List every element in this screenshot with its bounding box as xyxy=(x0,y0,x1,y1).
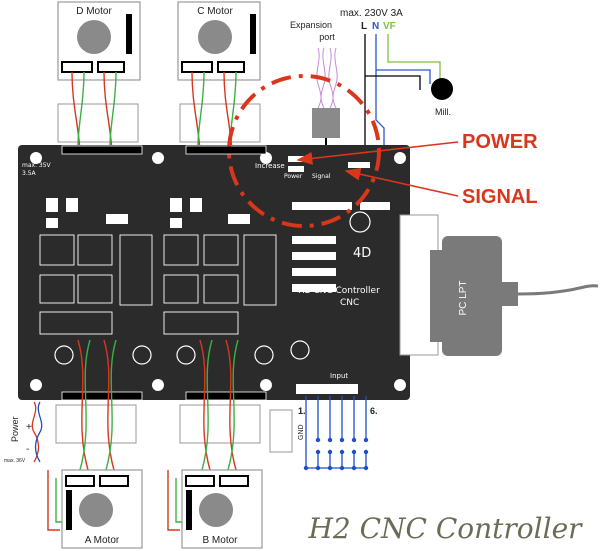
motor-d-label: D Motor xyxy=(76,6,112,17)
power-supply-max: max. 36V xyxy=(4,458,26,464)
input-last: 6. xyxy=(370,406,378,416)
power-supply: Power + - max. 36V xyxy=(4,401,43,464)
motor-a-label: A Motor xyxy=(85,535,120,546)
motor-a: A Motor xyxy=(61,469,143,549)
input-switches: 1. 6. GND xyxy=(298,396,378,471)
input-first: 1. xyxy=(298,406,306,416)
motor-d: D Motor xyxy=(57,1,141,81)
board-increase: Increase xyxy=(255,162,285,170)
power-label: POWER xyxy=(462,131,538,153)
mains-connection: max. 230V 3A L N VF Mill. xyxy=(340,8,453,150)
power-supply-label: Power xyxy=(10,416,20,442)
heatsinks-bottom xyxy=(55,404,293,453)
expansion-port-label-2: port xyxy=(319,32,335,42)
mill-icon xyxy=(431,78,453,100)
mill-label: Mill. xyxy=(435,107,451,117)
mains-n: N xyxy=(372,21,379,32)
pc-lpt-connector: PC LPT xyxy=(430,236,599,356)
motor-c-label: C Motor xyxy=(197,6,233,17)
expansion-port-label-1: Expansion xyxy=(290,20,332,30)
signal-label: SIGNAL xyxy=(462,186,538,208)
board-power-silk: Power xyxy=(284,173,303,180)
expansion-port: Expansion port xyxy=(290,20,340,152)
board-code: 4D xyxy=(353,246,371,261)
power-supply-plus: + xyxy=(26,422,32,433)
board-max: max. 35V xyxy=(22,162,52,169)
input-gnd: GND xyxy=(298,424,305,440)
motor-a-wires xyxy=(47,339,117,531)
board-name-2: CNC xyxy=(340,298,359,308)
board-signal-silk: Signal xyxy=(312,173,331,180)
mains-vf: VF xyxy=(383,21,396,32)
lpt-label: PC LPT xyxy=(458,280,469,315)
controller-board: 4D H2 CNC Controller CNC Increase Power … xyxy=(18,145,439,401)
motor-c: C Motor xyxy=(177,1,261,81)
board-max-2: 3.5A xyxy=(22,170,37,177)
footer-title: H2 CNC Controller xyxy=(307,512,583,545)
board-input-silk: Input xyxy=(330,372,348,380)
motor-b-wires xyxy=(167,339,239,531)
mains-rating: max. 230V 3A xyxy=(340,8,403,19)
heatsinks-top xyxy=(57,103,261,143)
power-supply-minus: - xyxy=(26,444,29,455)
mains-l: L xyxy=(361,21,367,32)
signal-callout: SIGNAL xyxy=(344,167,538,208)
power-callout: POWER xyxy=(296,131,538,165)
motor-b-label: B Motor xyxy=(202,535,238,546)
motor-b: B Motor xyxy=(181,469,263,549)
board-name: H2 CNC Controller xyxy=(298,286,380,296)
